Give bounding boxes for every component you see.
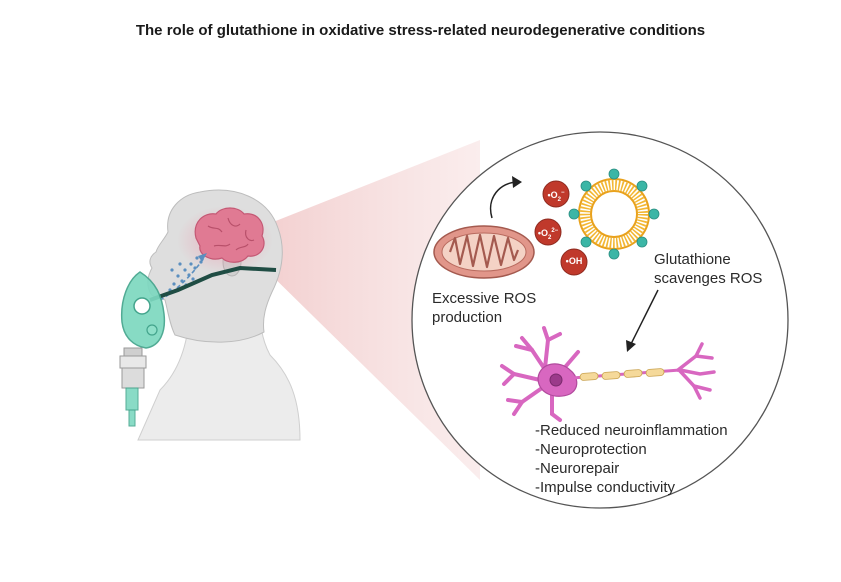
ros-spheres [534, 180, 588, 276]
ros-hydroxyl [560, 248, 588, 276]
oxygen-flow-arrow [159, 257, 205, 301]
ros-production-label: Excessive ROS production [432, 290, 537, 326]
glutathione-label: Glutathione scavenges ROS [654, 251, 763, 287]
benefit-item: -Impulse conductivity [535, 479, 676, 496]
liposome-icon [568, 168, 660, 260]
benefit-item: -Reduced neuroinflammation [535, 422, 728, 439]
brain-icon [194, 207, 265, 263]
benefits-list: -Reduced neuroinflammation -Neuroprotect… [535, 421, 728, 497]
curved-arrow-icon [489, 176, 522, 219]
benefit-item: -Neuroprotection [535, 441, 647, 458]
benefit-item: -Neurorepair [535, 460, 620, 477]
diagram-title: The role of glutathione in oxidative str… [135, 22, 706, 39]
arrow-icon [626, 289, 659, 352]
neuron-icon [500, 326, 716, 422]
zoom-beam [258, 140, 480, 480]
oxygen-mask-icon [119, 271, 166, 427]
ros-label-peroxide: •O22− [537, 228, 559, 241]
ros-superoxide [542, 180, 570, 208]
ros-label-superoxide: •O2− [547, 190, 565, 203]
ros-peroxide [534, 218, 562, 246]
zoom-circle [411, 131, 789, 509]
ros-label-hydroxyl: •OH [565, 256, 583, 266]
mitochondrion-icon [433, 225, 535, 279]
